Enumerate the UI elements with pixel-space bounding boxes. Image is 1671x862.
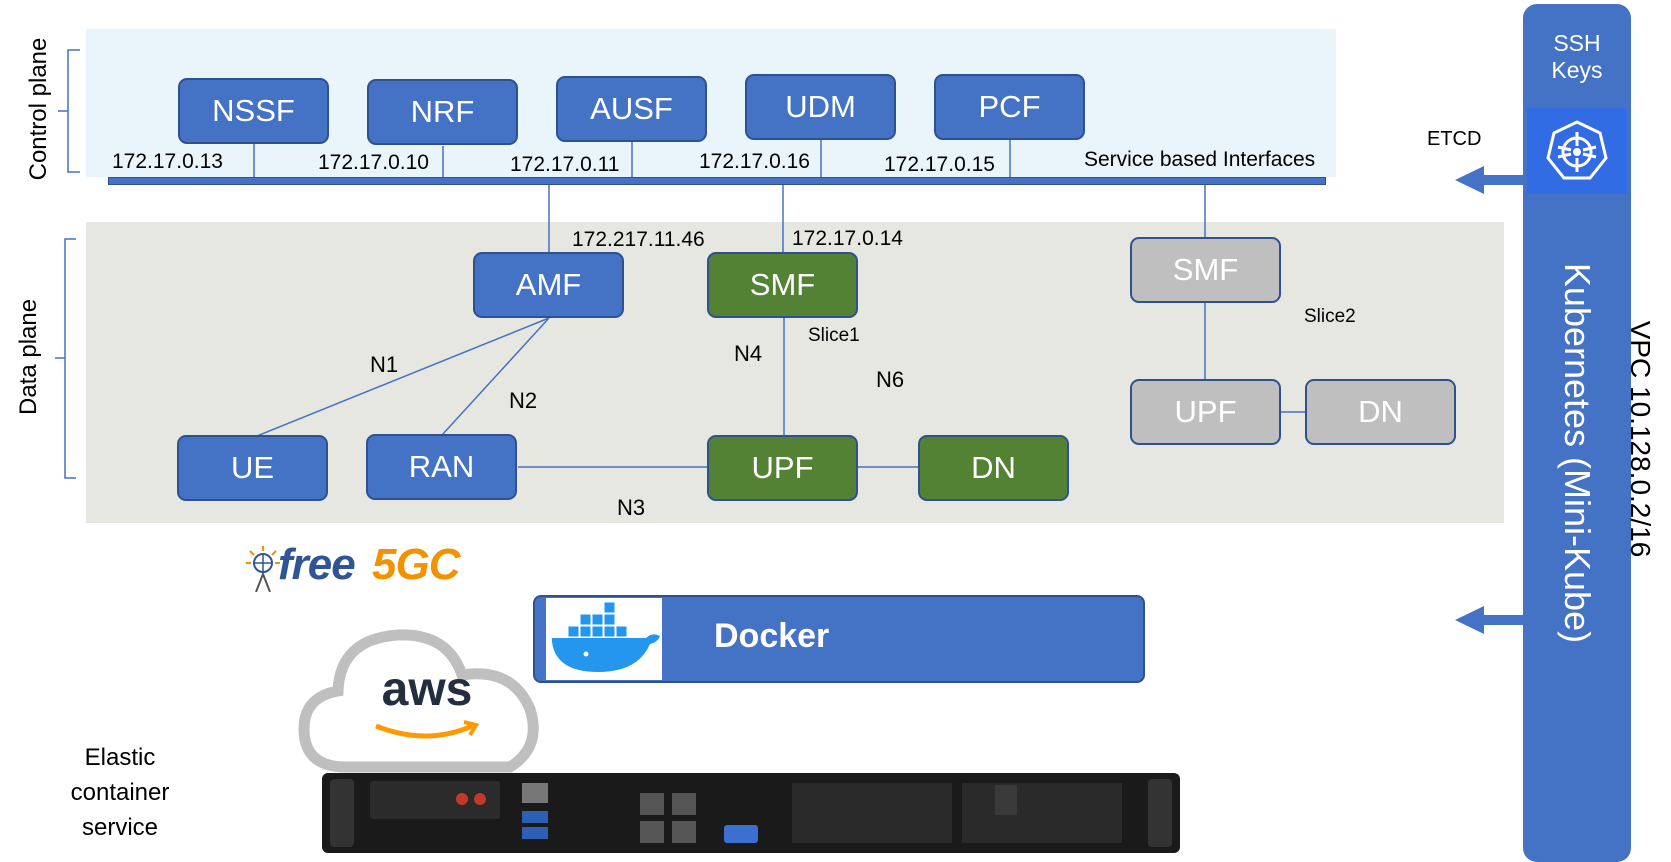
- udm-node: UDM: [745, 74, 896, 140]
- free5gc-logo: free 5GC: [246, 538, 486, 594]
- ue-node: UE: [177, 435, 328, 501]
- n2-link: [441, 317, 550, 436]
- aws-logo-text: aws: [381, 663, 473, 716]
- n6-label: N6: [876, 367, 905, 392]
- smf-slice1-node: SMF: [707, 252, 858, 318]
- n4-label: N4: [734, 341, 763, 366]
- nssf-ip: 172.17.0.13: [112, 150, 223, 173]
- etcd-arrow: [1455, 166, 1523, 194]
- smf-slice2-node: SMF: [1130, 237, 1281, 303]
- udm-ip: 172.17.0.16: [699, 150, 810, 173]
- kubernetes-wheel-icon: [1546, 120, 1608, 180]
- rack-server-image: [322, 773, 1180, 853]
- slice2-label: Slice2: [1304, 306, 1356, 327]
- docker-label: Docker: [714, 617, 830, 655]
- etcd-label: ETCD: [1427, 128, 1482, 150]
- kubernetes-label: Kubernetes (Mini-Kube): [1557, 262, 1598, 644]
- antenna-globe-icon: [246, 546, 280, 592]
- vpc-label: VPC 10.128.0.2/16: [1625, 320, 1656, 558]
- sbi-label: Service based Interfaces: [1084, 148, 1316, 171]
- amf-node: AMF: [473, 252, 624, 318]
- ausf-node: AUSF: [556, 76, 707, 142]
- data-plane-bracket: [55, 238, 76, 479]
- pcf-node: PCF: [934, 74, 1085, 140]
- nssf-node: NSSF: [178, 78, 329, 144]
- service-based-interface-bus: [108, 177, 1326, 185]
- n3-label: N3: [617, 495, 646, 520]
- n1-label: N1: [370, 352, 399, 377]
- dn-slice1-node: DN: [918, 435, 1069, 501]
- data-plane-label: Data plane: [15, 298, 42, 415]
- docker-arrow: [1455, 606, 1523, 634]
- docker-whale-icon: [552, 601, 660, 672]
- amf-ip: 172.217.11.46: [572, 228, 705, 251]
- kubernetes-logo: [1527, 108, 1627, 194]
- slice1-label: Slice1: [808, 325, 860, 346]
- ran-node: RAN: [366, 434, 517, 500]
- free5gc-logo-suffix: 5GC: [372, 540, 460, 589]
- aws-cloud-icon: [298, 629, 539, 773]
- nrf-node: NRF: [367, 79, 518, 145]
- upf-slice2-node: UPF: [1130, 379, 1281, 445]
- control-plane-bracket: [58, 49, 80, 173]
- elastic-container-service-label: Elastic container service: [55, 740, 185, 845]
- docker-logo: [546, 598, 662, 680]
- nrf-ip: 172.17.0.10: [318, 151, 429, 174]
- smf-slice1-ip: 172.17.0.14: [792, 227, 903, 250]
- aws-smile-icon: [375, 720, 480, 739]
- ssh-keys-label: SSH Keys: [1551, 30, 1603, 83]
- upf-slice1-node: UPF: [707, 435, 858, 501]
- pcf-ip: 172.17.0.15: [884, 153, 995, 176]
- dn-slice2-node: DN: [1305, 379, 1456, 445]
- elastic-label-line-3: service: [81, 814, 159, 841]
- ausf-ip: 172.17.0.11: [510, 153, 620, 176]
- n2-label: N2: [509, 388, 538, 413]
- control-plane-label: Control plane: [25, 37, 52, 181]
- elastic-label-line-2: container: [70, 779, 170, 806]
- n1-link: [251, 317, 550, 439]
- elastic-label-line-1: Elastic: [84, 744, 156, 771]
- free5gc-logo-prefix: free: [278, 540, 356, 589]
